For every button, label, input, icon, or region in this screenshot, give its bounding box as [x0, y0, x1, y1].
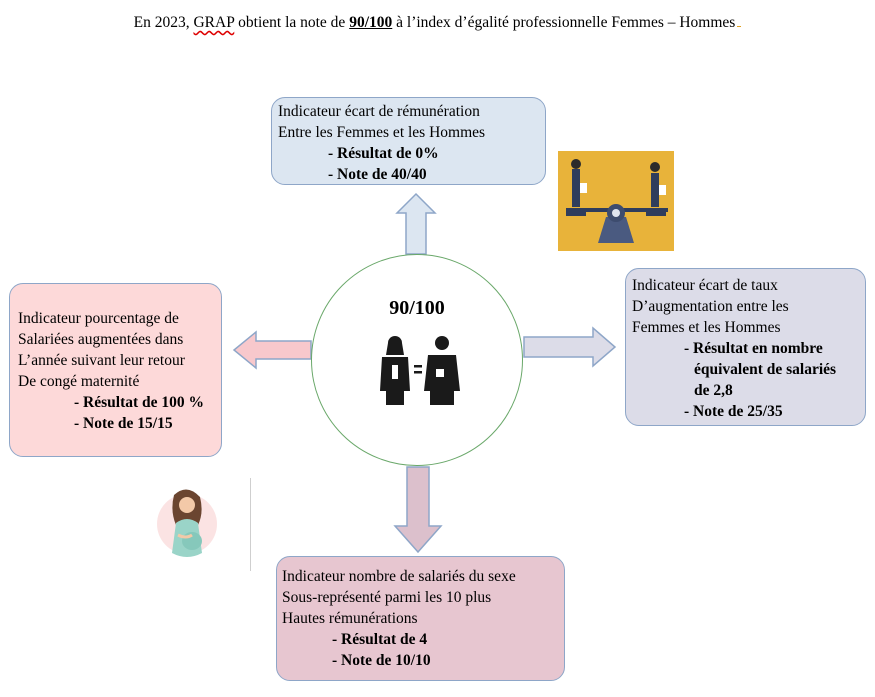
box-maternity-raise: Indicateur pourcentage de Salariées augm…	[9, 283, 222, 457]
box-result: - Note de 40/40	[328, 166, 427, 183]
box-pay-gap: Indicateur écart de rémunération Entre l…	[271, 97, 546, 185]
box-text: D’augmentation entre les	[632, 298, 789, 315]
title-suffix: à l’index d’égalité professionnelle Femm…	[392, 14, 736, 31]
title-middle: obtient la note de	[234, 14, 350, 31]
paragraph-mark	[737, 18, 742, 27]
box-result: - Résultat de 100 %	[74, 394, 205, 411]
box-text: Indicateur écart de rémunération	[278, 103, 480, 120]
title-prefix: En 2023,	[133, 14, 194, 31]
box-text: Indicateur écart de taux	[632, 277, 778, 294]
divider-line	[250, 478, 251, 571]
box-result: équivalent de salariés	[694, 361, 837, 378]
box-raise-gap: Indicateur écart de taux D’augmentation …	[625, 268, 866, 426]
title-score: 90/100	[349, 14, 393, 31]
box-text: Sous-représenté parmi les 10 plus	[282, 589, 492, 606]
box-top-earners: Indicateur nombre de salariés du sexe So…	[276, 556, 565, 681]
box-result: - Note de 10/10	[332, 652, 431, 669]
center-circle: 90/100	[311, 254, 523, 466]
box-result: - Note de 15/15	[74, 415, 173, 432]
page-title: En 2023, GRAP obtient la note de 90/100 …	[0, 14, 875, 32]
women-men-equality-icon	[380, 336, 460, 405]
box-text: Indicateur pourcentage de	[18, 310, 179, 327]
box-result: - Résultat de 0%	[328, 145, 439, 162]
box-text: De congé maternité	[18, 373, 140, 390]
box-result: de 2,8	[694, 382, 733, 399]
title-org: GRAP	[193, 14, 235, 31]
box-text: Entre les Femmes et les Hommes	[278, 124, 486, 141]
arrow-left	[232, 330, 312, 370]
box-result: - Note de 25/35	[684, 403, 783, 420]
center-score: 90/100	[389, 297, 445, 319]
box-text: Indicateur nombre de salariés du sexe	[282, 568, 516, 585]
box-text: Hautes rémunérations	[282, 610, 418, 627]
pregnant-woman-icon	[157, 489, 217, 557]
box-result: - Résultat de 4	[332, 631, 428, 648]
arrow-down	[393, 466, 443, 554]
arrow-right	[523, 326, 617, 368]
balance-scale-icon	[558, 151, 674, 251]
box-text: L’année suivant leur retour	[18, 352, 185, 369]
box-text: Salariées augmentées dans	[18, 331, 184, 348]
box-result: - Résultat en nombre	[684, 340, 823, 357]
box-text: Femmes et les Hommes	[632, 319, 781, 336]
arrow-up	[395, 192, 437, 255]
